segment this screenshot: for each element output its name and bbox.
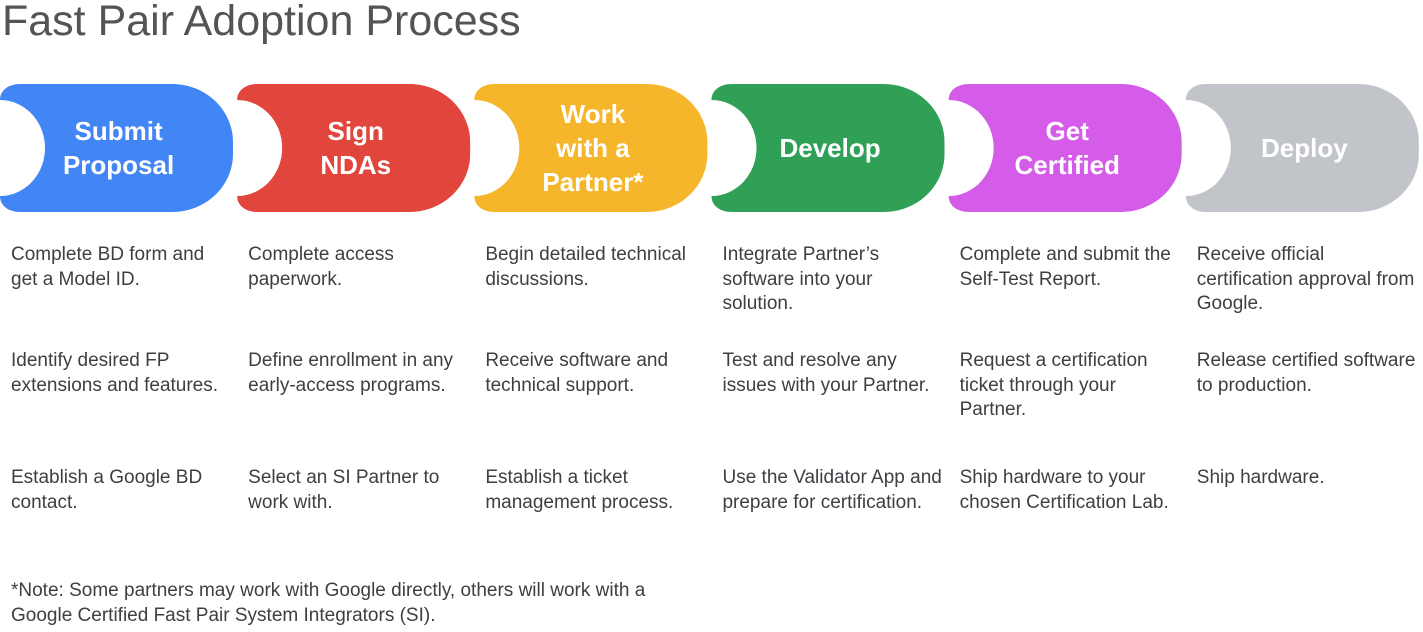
- detail-text: Complete access paperwork.: [248, 244, 394, 290]
- detail-text: Test and resolve any issues with your Pa…: [722, 350, 930, 396]
- step-shape-get-certified: [948, 84, 1182, 212]
- detail-text: Ship hardware to your chosen Certificati…: [959, 467, 1169, 513]
- step-submit-proposal: Submit Proposal: [0, 84, 237, 212]
- detail-text: Ship hardware.: [1196, 467, 1325, 488]
- detail-cell: Request a certification ticket through y…: [949, 349, 1186, 423]
- detail-text: Complete BD form and get a Model ID.: [11, 244, 205, 290]
- step-work-with-partner: Work with a Partner*: [474, 84, 711, 212]
- step-shape-submit-proposal: [0, 84, 233, 212]
- detail-text: Complete and submit the Self-Test Report…: [959, 244, 1171, 290]
- detail-cell: Use the Validator App and prepare for ce…: [711, 466, 948, 515]
- details-row-1: Complete BD form and get a Model ID. Com…: [0, 243, 1423, 317]
- step-label-submit-proposal: Submit Proposal: [62, 116, 175, 180]
- detail-cell: Begin detailed technical discussions.: [474, 243, 711, 292]
- detail-cell: Complete BD form and get a Model ID.: [0, 243, 237, 292]
- detail-text: Release certified software to production…: [1196, 350, 1416, 396]
- detail-text: Integrate Partner’s software into your s…: [722, 244, 880, 314]
- details-row-3: Establish a Google BD contact. Select an…: [0, 466, 1423, 515]
- detail-text: Receive official certification approval …: [1196, 244, 1415, 314]
- footnote: *Note: Some partners may work with Googl…: [11, 580, 646, 626]
- detail-cell: Complete and submit the Self-Test Report…: [949, 243, 1186, 292]
- step-shape-develop: [711, 84, 945, 212]
- step-shape-deploy: [1185, 84, 1419, 212]
- step-labels: Submit Proposal Sign NDAs Work with a Pa…: [0, 84, 1423, 212]
- detail-text: Establish a ticket management process.: [485, 467, 674, 513]
- detail-cell: Complete access paperwork.: [237, 243, 474, 292]
- detail-text: Request a certification ticket through y…: [959, 350, 1148, 420]
- process-banner: Submit Proposal Sign NDAs Work with a Pa…: [0, 84, 1423, 212]
- step-label-sign-ndas: Sign NDAs: [320, 116, 392, 180]
- detail-cell: Establish a ticket management process.: [474, 466, 711, 515]
- step-label-deploy: Deploy: [1261, 133, 1348, 163]
- step-develop: Develop: [711, 84, 948, 212]
- detail-cell: Establish a Google BD contact.: [0, 466, 237, 515]
- detail-cell: Integrate Partner’s software into your s…: [711, 243, 948, 317]
- process-ribbon: [0, 84, 1419, 212]
- detail-text: Select an SI Partner to work with.: [248, 467, 440, 513]
- detail-text: Receive software and technical support.: [485, 350, 669, 396]
- detail-cell: Test and resolve any issues with your Pa…: [711, 349, 948, 398]
- detail-cell: Release certified software to production…: [1186, 349, 1423, 398]
- detail-text: Begin detailed technical discussions.: [485, 244, 687, 290]
- detail-text: Establish a Google BD contact.: [11, 467, 203, 513]
- step-shape-work-with-partner: [474, 84, 708, 212]
- step-deploy: Deploy: [1186, 84, 1423, 212]
- detail-cell: Receive software and technical support.: [474, 349, 711, 398]
- step-label-work-with-partner: Work with a Partner*: [542, 99, 644, 197]
- detail-text: Identify desired FP extensions and featu…: [11, 350, 219, 396]
- detail-cell: Identify desired FP extensions and featu…: [0, 349, 237, 398]
- step-label-get-certified: Get Certified: [1014, 116, 1120, 180]
- details-row-2: Identify desired FP extensions and featu…: [0, 349, 1423, 423]
- step-label-develop: Develop: [779, 133, 881, 163]
- detail-cell: Select an SI Partner to work with.: [237, 466, 474, 515]
- step-get-certified: Get Certified: [949, 84, 1186, 212]
- page-title: Fast Pair Adoption Process: [2, 0, 521, 45]
- detail-cell: Receive official certification approval …: [1186, 243, 1423, 317]
- detail-text: Define enrollment in any early-access pr…: [248, 350, 454, 396]
- step-shape-sign-ndas: [237, 84, 471, 212]
- detail-text: Use the Validator App and prepare for ce…: [722, 467, 942, 513]
- step-sign-ndas: Sign NDAs: [237, 84, 474, 212]
- detail-cell: Ship hardware.: [1186, 466, 1423, 491]
- detail-cell: Ship hardware to your chosen Certificati…: [949, 466, 1186, 515]
- detail-cell: Define enrollment in any early-access pr…: [237, 349, 474, 398]
